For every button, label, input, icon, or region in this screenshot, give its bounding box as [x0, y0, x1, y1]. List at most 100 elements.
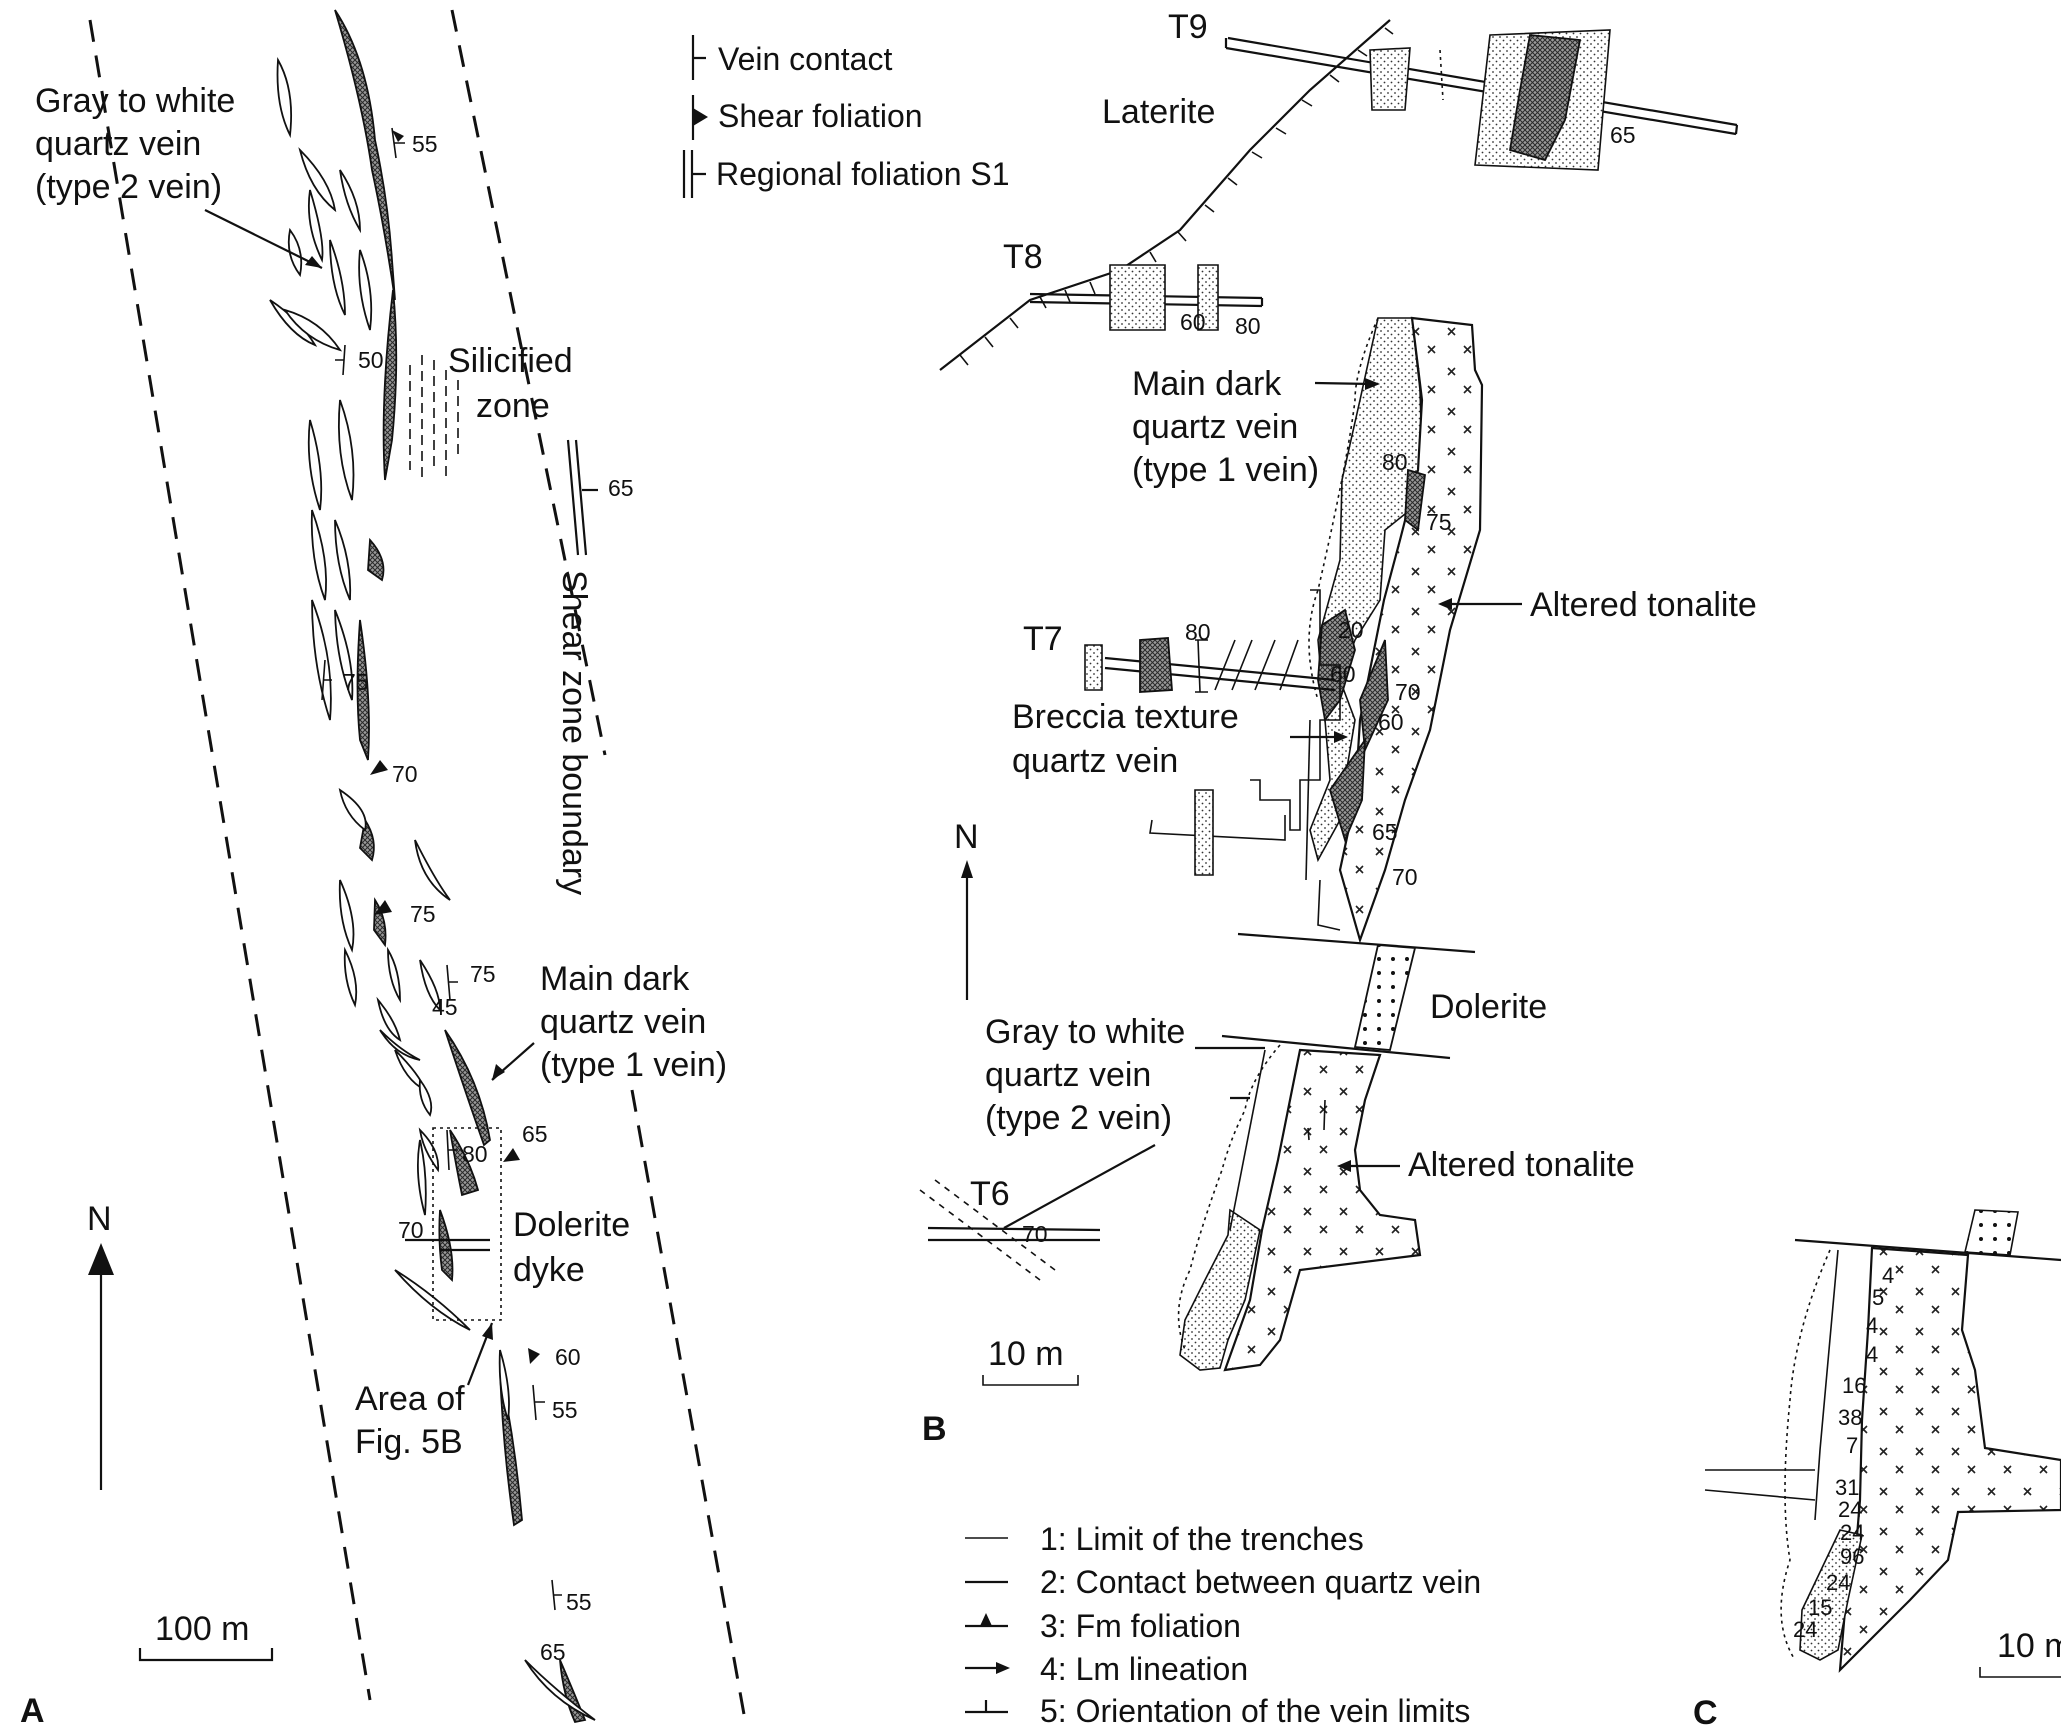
measurement-value: 24: [1838, 1497, 1862, 1522]
vein-limit-mark: [1307, 1099, 1326, 1141]
measurement-value: 70: [392, 761, 418, 787]
measurement-value: 5: [1872, 1285, 1884, 1310]
vein-contact-symbols-a: [321, 127, 562, 1611]
silicified-label-line2: zone: [476, 387, 550, 425]
main-dark-vein-segment: [367, 537, 385, 582]
legend-line-3: 3: Fm foliation: [1040, 1608, 1241, 1644]
measurement-value: 60: [1378, 709, 1404, 735]
measurement-value: 60: [1180, 309, 1206, 335]
t7-hatching: [1214, 639, 1299, 691]
leader-arrowhead: [482, 1323, 493, 1340]
scale-label-b: 10 m: [988, 1335, 1064, 1373]
measurement-value: 50: [358, 347, 384, 373]
panel-label-b: B: [922, 1410, 947, 1448]
silicified-zone-marks: [409, 355, 459, 480]
main-dark-vein-segment: [334, 9, 396, 301]
trench-label-t7: T7: [1023, 620, 1063, 658]
vein-limit-dotted: [1439, 49, 1444, 101]
measurement-value: 80: [1185, 619, 1211, 645]
main-vein-label-b-line2: quartz vein: [1132, 408, 1298, 446]
leader-arrowhead: [1337, 1160, 1351, 1172]
breccia-quartz: [1359, 639, 1389, 754]
leader-arrowhead: [1365, 378, 1380, 390]
area-of-fig-label-line1: Area of: [355, 1380, 465, 1418]
shear-foliation-triangle: [693, 108, 708, 126]
trench-outline: [1250, 589, 1341, 831]
dolerite-label-b: Dolerite: [1430, 988, 1547, 1026]
legend-line-1: 1: Limit of the trenches: [1040, 1521, 1364, 1557]
dark-quartz-in-t9: [1508, 34, 1582, 162]
measurement-value: 70: [1395, 679, 1421, 705]
scale-bar-c: [1979, 1667, 2061, 1678]
gray-vein-label-a-line1: Gray to white: [35, 82, 235, 120]
measurement-value: 65: [1372, 819, 1398, 845]
panel-a: Gray to white quartz vein (type 2 vein) …: [20, 9, 747, 1727]
panel-c: 4 5 4 4 16 38 7 31 24 24 96 24 15 24 10 …: [1693, 1209, 2061, 1727]
vein-limit-dotted-c: [1780, 1249, 1831, 1661]
measurement-value: 24: [1826, 1570, 1850, 1595]
leader-arrowhead: [1334, 731, 1348, 743]
measurement-value: 16: [1842, 1373, 1866, 1398]
dolerite-contact-south: [1221, 1034, 1451, 1060]
measurement-value: 65: [608, 475, 634, 501]
vein-contact-legend: Vein contact: [718, 41, 892, 77]
measurement-value: 60: [555, 1344, 581, 1370]
measurement-value: 80: [1382, 449, 1408, 475]
gray-white-quartz-vein-c: [1799, 1529, 1863, 1661]
measurement-value: 96: [1840, 1544, 1864, 1569]
measurement-value: 55: [412, 131, 438, 157]
main-vein-label-b-line1: Main dark: [1132, 365, 1282, 403]
line-legend: 1: Limit of the trenches 2: Contact betw…: [965, 1521, 1481, 1727]
measurement-value: 7: [1846, 1433, 1858, 1458]
measurement-value: 24: [1793, 1617, 1817, 1642]
vein-contact-symbol: [691, 35, 706, 80]
shear-zone-boundary-east-lower: [630, 1089, 747, 1721]
leader-line: [1314, 381, 1373, 386]
measurement-value: 75: [343, 669, 369, 695]
trench-label-t8: T8: [1003, 238, 1043, 276]
dolerite-dyke-symbol: [405, 1238, 490, 1252]
trench-t6: [927, 1226, 1101, 1242]
stippled-vein-zone: [1197, 264, 1219, 331]
stippled-vein-zone: [1369, 47, 1411, 111]
measurement-value: 24: [1840, 1520, 1864, 1545]
panel-c-values: 4 5 4 4 16 38 7 31 24 24 96 24 15 24: [1793, 1263, 1894, 1642]
measurement-value: 45: [432, 994, 458, 1020]
dolerite-contact-c: [1794, 1238, 2061, 1262]
scale-label-a: 100 m: [155, 1610, 250, 1648]
main-vein-label-a-line1: Main dark: [540, 960, 690, 998]
main-vein-label-b-line3: (type 1 vein): [1132, 451, 1319, 489]
vein-contact-line: [1229, 1049, 1266, 1231]
measurement-value: 75: [1426, 509, 1452, 535]
scale-bar-a: [138, 1648, 274, 1662]
north-arrowhead-b: [961, 860, 973, 878]
measurement-value: 4: [1866, 1313, 1878, 1338]
legend-line-2: 2: Contact between quartz vein: [1040, 1564, 1481, 1600]
panel-label-c: C: [1693, 1694, 1718, 1727]
laterite-hachures: [959, 27, 1394, 366]
regional-foliation-legend-symbol: [682, 150, 706, 198]
main-vein-label-a-line3: (type 1 vein): [540, 1046, 727, 1084]
measurement-value: 31: [1835, 1475, 1859, 1500]
main-vein-label-a-line2: quartz vein: [540, 1003, 706, 1041]
measurement-value: 70: [398, 1217, 424, 1243]
legend-line-4: 4: Lm lineation: [1040, 1651, 1248, 1687]
breccia-label-line2: quartz vein: [1012, 742, 1178, 780]
north-label-a: N: [87, 1200, 112, 1238]
leader-line: [1003, 1144, 1156, 1229]
measurement-value: 4: [1866, 1342, 1878, 1367]
shear-zone-boundary-east-upper: [450, 9, 607, 756]
area-of-fig-label-line2: Fig. 5B: [355, 1423, 463, 1461]
trench-outline: [1305, 719, 1311, 881]
measurement-value: 38: [1838, 1405, 1862, 1430]
altered-tonalite-b-lower: [1223, 1048, 1422, 1372]
area-of-fig-5b-box: [432, 1127, 502, 1321]
dark-quartz-in-t7: [1139, 637, 1173, 693]
dolerite-contact-north: [1237, 932, 1476, 954]
structure-legend: Vein contact Shear foliation Regional fo…: [682, 35, 1010, 198]
scale-label-c: 10 m: [1997, 1627, 2061, 1665]
main-dark-vein-segment: [359, 817, 375, 862]
measurement-value: 55: [566, 1589, 592, 1615]
trench-outline: [1317, 879, 1341, 931]
shear-foliation-markers-a: [370, 130, 540, 1364]
